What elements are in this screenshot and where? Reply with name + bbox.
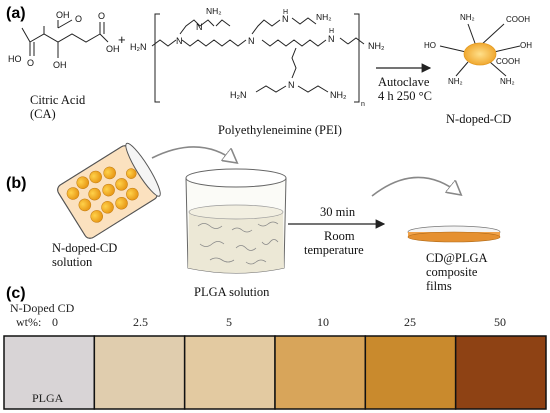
swatch-value-0: 0 (52, 315, 58, 329)
pei-h-up2: H (283, 9, 288, 16)
film-swatch-10 (274, 335, 367, 410)
process-cond-2: temperature (304, 243, 364, 257)
pei-n-low: N (288, 80, 295, 90)
swatch-sample-label: PLGA (32, 391, 64, 405)
panel-c-label: (c) (6, 285, 26, 302)
pei-subscript-n: n (361, 101, 365, 108)
pei-nh-3: N (328, 34, 335, 44)
product-name: N-doped-CD (446, 112, 511, 126)
citric-acid-abbr: (CA) (30, 107, 56, 121)
cd-cooh-top: COOH (506, 15, 530, 24)
film-swatch-25 (364, 335, 457, 410)
pei-nh2-up2: NH₂ (316, 12, 332, 22)
pei-nh-up2: N (282, 14, 289, 24)
vial-label-2: solution (52, 255, 93, 269)
process-time: 30 min (320, 205, 356, 219)
vial-label-1: N-doped-CD (52, 241, 117, 255)
film-swatch-50 (454, 335, 547, 410)
swatch-header-2: wt%: (16, 315, 41, 329)
pei-nh2-up1: NH₂ (206, 6, 222, 16)
vial (57, 142, 161, 239)
citric-acid-name: Citric Acid (30, 93, 86, 107)
cd-nh2-bottom-right: NH₂ (500, 77, 515, 86)
pei-h2n-low: H₂N (230, 90, 247, 100)
pei-nh2-low: NH₂ (330, 90, 347, 100)
cd-nh2-top: NH₂ (460, 13, 475, 22)
pei-structure: n H₂N N N N H NH₂ N NH₂ N H NH₂ N (130, 6, 385, 108)
swatch-value-5: 5 (226, 315, 232, 329)
ca-o-3: O (98, 11, 105, 21)
film-label-2: composite (426, 265, 478, 279)
cd-ho-left: HO (424, 41, 436, 50)
carbon-dot-structure: NH₂ COOH HO OH NH₂ NH₂ COOH (424, 13, 532, 86)
film-swatch-5 (183, 335, 276, 410)
ca-o-1: O (27, 58, 34, 68)
beaker (185, 168, 287, 274)
pei-nh-up1: N (196, 22, 203, 32)
film-label-1: CD@PLGA (426, 251, 488, 265)
process-cond-1: Room (324, 229, 355, 243)
plus-sign: + (118, 32, 126, 47)
panel-b: (b) N-doped-CD solution (6, 142, 501, 299)
petri-dish (407, 225, 501, 243)
panel-a: (a) HO O OH OH O O OH Citric Acid (CA) + (6, 5, 532, 137)
swatch-value-10: 10 (317, 315, 329, 329)
ca-ho-left: HO (8, 54, 22, 64)
panel-b-label: (b) (6, 175, 26, 192)
carbon-dot-core (463, 42, 497, 66)
reaction-condition-1: Autoclave (378, 75, 430, 89)
pei-h2n-left: H₂N (130, 42, 147, 52)
reaction-condition-2: 4 h 250 °C (378, 89, 432, 103)
pei-n-2: N (248, 36, 255, 46)
beaker-label: PLGA solution (194, 285, 270, 299)
ca-oh-top: OH (56, 10, 70, 20)
film-label-3: films (426, 279, 452, 293)
swatch-value-50: 50 (494, 315, 506, 329)
swatch-header-1: N-Doped CD (10, 301, 75, 315)
pei-name: Polyethyleneimine (PEI) (218, 123, 342, 137)
pour-arrow (151, 146, 236, 162)
film-swatch-0 (3, 335, 96, 410)
swatch-value-25: 25 (404, 315, 416, 329)
pei-nh2-right: NH₂ (368, 41, 385, 51)
cd-oh-right: OH (520, 41, 532, 50)
cd-nh2-bottom: NH₂ (448, 77, 463, 86)
film-swatch-2.5 (93, 335, 186, 410)
ca-oh-mid: OH (53, 60, 67, 70)
panel-a-label: (a) (6, 5, 26, 22)
pei-n-1: N (176, 36, 183, 46)
pei-h-3: H (329, 28, 334, 35)
cast-arrow (371, 176, 460, 197)
ca-oh-right: OH (106, 44, 120, 54)
cd-cooh-right: COOH (496, 57, 520, 66)
citric-acid-structure: HO O OH OH O O OH (8, 10, 120, 70)
swatch-value-2.5: 2.5 (133, 315, 148, 329)
ca-o-2: O (75, 14, 82, 24)
